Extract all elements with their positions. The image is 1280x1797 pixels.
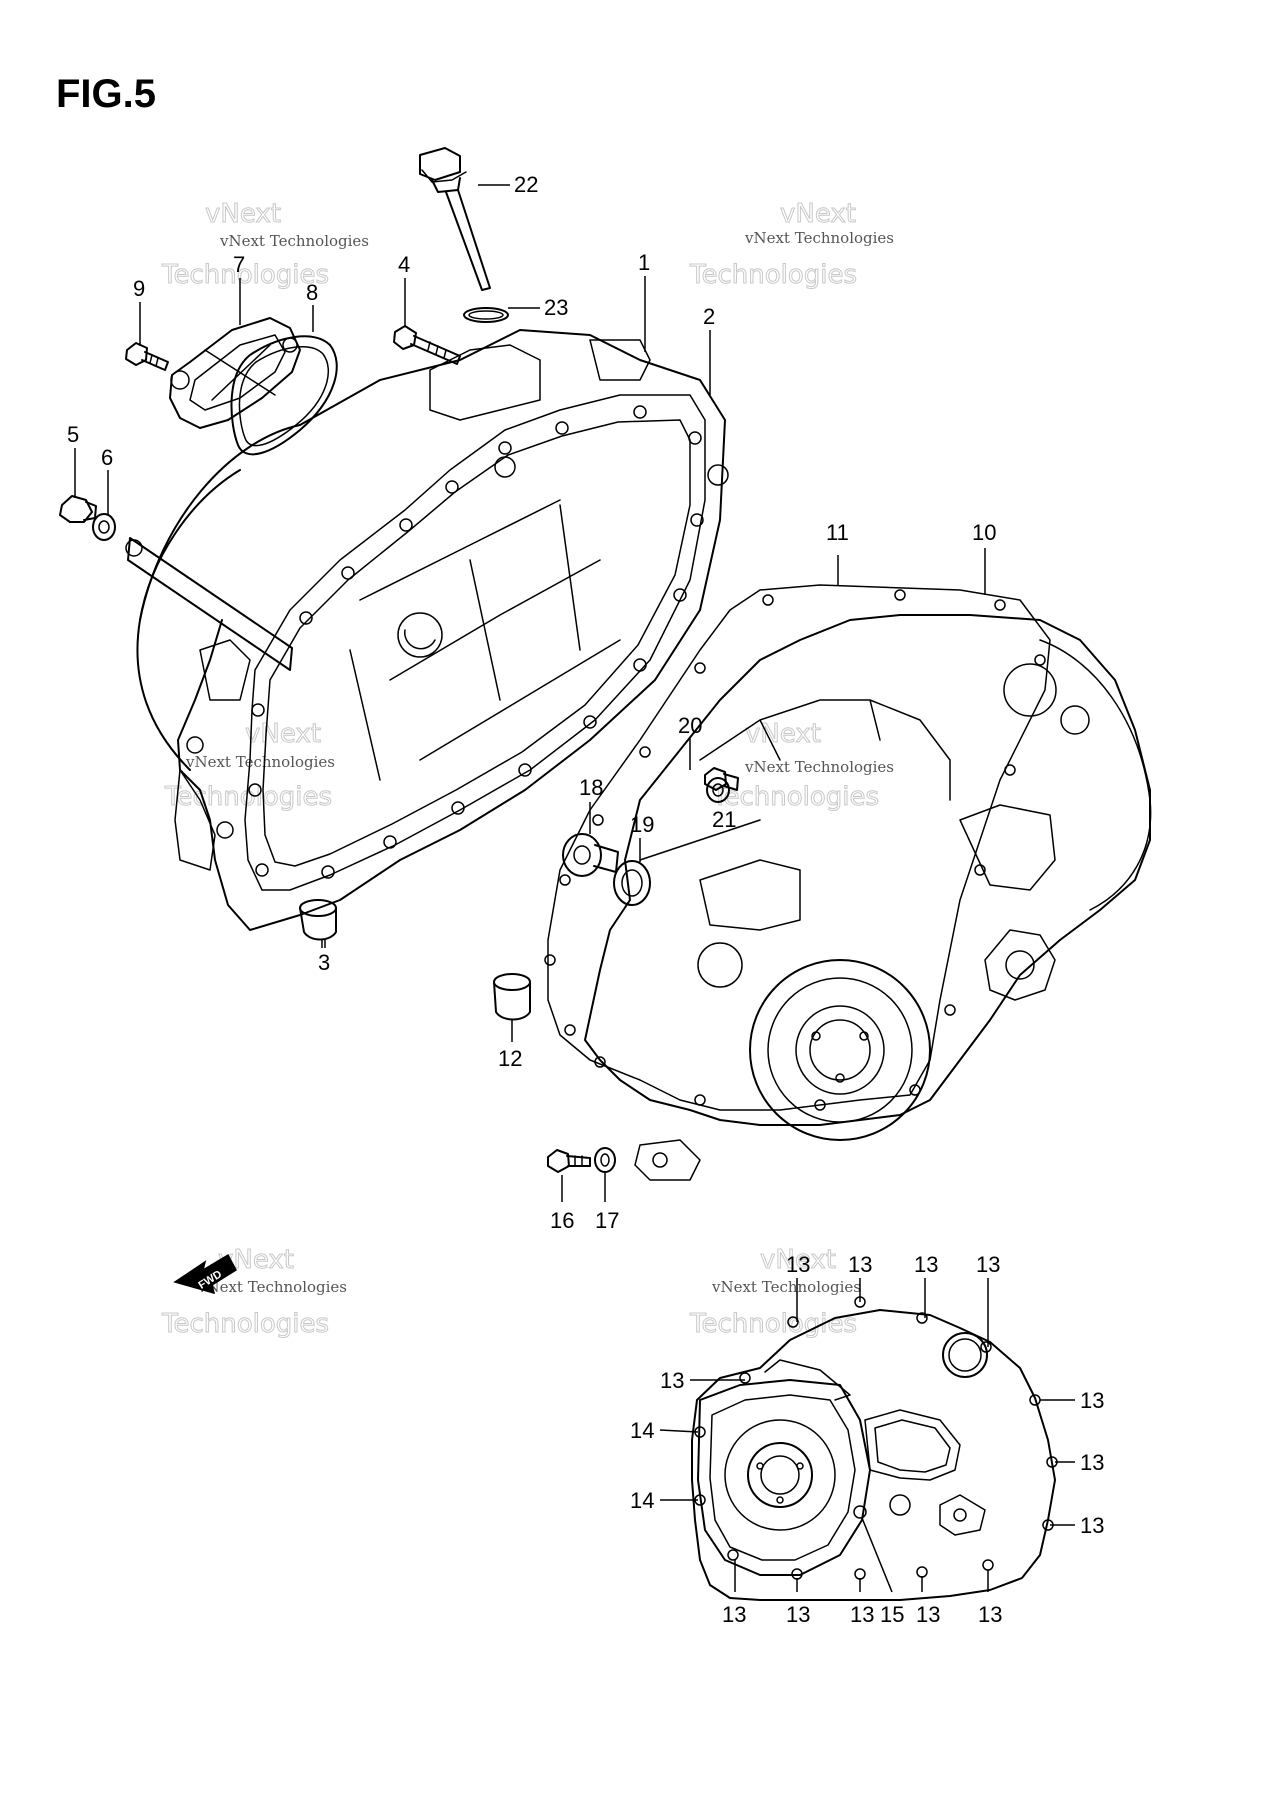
callout-14: 14 (630, 1488, 654, 1513)
part-16-bolt (547, 1149, 591, 1173)
callout-12: 12 (498, 1046, 522, 1071)
callout-11: 11 (826, 520, 849, 545)
watermark-top-left: vNext vNext Technologies Technologies (161, 199, 370, 291)
callout-20: 22 (514, 172, 538, 197)
part-6-washer (92, 513, 116, 541)
callout-13: 13 (786, 1252, 810, 1277)
watermark-text: vNext (205, 199, 281, 229)
callout-13: 13 (976, 1252, 1000, 1277)
part-18-plug (562, 833, 619, 877)
callout-18: 18 (579, 775, 603, 800)
part-17-washer (594, 1147, 616, 1173)
watermark-text: vNext Technologies (744, 758, 894, 776)
watermark-text: vNext Technologies (185, 753, 335, 771)
callout-13: 13 (1080, 1450, 1104, 1475)
watermark-text: vNext (780, 199, 856, 229)
watermark-text: Technologies (161, 260, 329, 290)
part-5-drain-plug (59, 495, 97, 523)
callout-9: 9 (133, 276, 145, 301)
callout-16: 16 (550, 1208, 574, 1233)
right-flange-bolt-holes (544, 589, 1046, 1111)
part-19-o-ring (613, 860, 651, 906)
watermark-group: vNext vNext Technologies Technologies vN… (161, 199, 895, 1340)
watermark-top-mid: vNext vNext Technologies Technologies (689, 199, 895, 291)
part-12-dowel-pin (493, 973, 531, 1021)
part-9-bolt (125, 342, 169, 371)
callout-13: 13 (916, 1602, 940, 1627)
watermark-text: vNext Technologies (711, 1278, 861, 1296)
crankcase-cover-left (125, 329, 729, 931)
watermark-text: vNext Technologies (219, 232, 369, 250)
part-21-o-ring (463, 307, 509, 323)
part-4-bolt (393, 325, 461, 365)
callout-3: 3 (318, 950, 330, 975)
callout-13: 13 (914, 1252, 938, 1277)
watermark-text: Technologies (689, 260, 857, 290)
part-7-breather-cover (169, 317, 301, 429)
watermark-text: Technologies (711, 782, 879, 812)
watermark-text: vNext (245, 719, 321, 749)
callout-23: 21 (712, 807, 736, 832)
part-22-bolt (704, 767, 739, 791)
callout-13: 13 (1080, 1513, 1104, 1538)
callout-8: 8 (306, 280, 318, 305)
watermark-text: Technologies (689, 1309, 857, 1339)
watermark-text: vNext (760, 1245, 836, 1275)
callout-19: 19 (630, 812, 654, 837)
callout-1: 1 (638, 250, 650, 275)
watermark-mid-center: vNext vNext Technologies Technologies (711, 719, 895, 813)
part-21-o-ring-inner (468, 310, 504, 320)
callout-labels: 22 23 4 1 2 9 7 8 5 6 3 11 10 12 16 17 1… (67, 172, 1104, 1627)
callout-13: 13 (978, 1602, 1002, 1627)
callout-5: 5 (67, 422, 79, 447)
callout-22: 20 (678, 713, 702, 738)
watermark-bottom-left: vNext vNext Technologies Technologies (161, 1245, 348, 1340)
callout-13: 13 (786, 1602, 810, 1627)
callout-17: 17 (595, 1208, 619, 1233)
watermark-text: vNext Technologies (744, 229, 894, 247)
part-3-dowel-pin (299, 899, 337, 941)
callout-7: 7 (233, 252, 245, 277)
flange-bolt-holes (248, 405, 704, 879)
callout-10: 10 (972, 520, 996, 545)
part-8-gasket (230, 335, 338, 456)
callout-13: 13 (848, 1252, 872, 1277)
leader-lines (74, 184, 1075, 1593)
callout-6: 6 (101, 445, 113, 470)
watermark-bottom-mid: vNext vNext Technologies Technologies (689, 1245, 862, 1340)
watermark-text: vNext Technologies (197, 1278, 347, 1296)
figure-title: FIG.5 (56, 72, 157, 116)
callout-15: 15 (880, 1602, 904, 1627)
callout-13: 13 (722, 1602, 746, 1627)
callout-14: 14 (630, 1418, 654, 1443)
watermark-text: vNext (745, 719, 821, 749)
callout-13: 13 (660, 1368, 684, 1393)
callout-4: 4 (398, 252, 410, 277)
part-20-oil-filler-cap (419, 147, 491, 291)
callout-13: 13 (1080, 1388, 1104, 1413)
crankcase-cover-right (544, 584, 1152, 1181)
cover-outer-view (691, 1296, 1058, 1601)
callout-21: 23 (544, 295, 568, 320)
part-23-washer (706, 777, 730, 803)
callout-13: 13 (850, 1602, 874, 1627)
watermark-text: Technologies (161, 1309, 329, 1339)
callout-2: 2 (703, 304, 715, 329)
